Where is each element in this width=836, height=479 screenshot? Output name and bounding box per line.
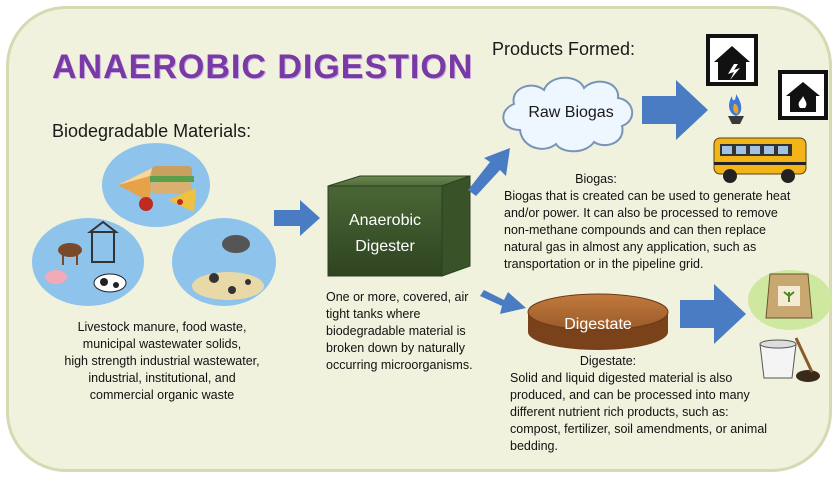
heated-house-icon xyxy=(778,70,828,120)
digester-description-line: broken down by naturally xyxy=(326,341,465,355)
digestate-description-line: Solid and liquid digested material is al… xyxy=(510,371,733,385)
electricity-house-icon xyxy=(706,34,758,86)
inputs-description-line: industrial, institutional, and xyxy=(88,371,236,385)
digestate-disk xyxy=(527,293,669,350)
digestate-description-line: bedding. xyxy=(510,439,558,453)
digestate-description-line: compost, fertilizer, soil amendments, or… xyxy=(510,422,768,436)
fertilizer-bag-icon xyxy=(748,270,832,330)
raw-biogas-label: Raw Biogas xyxy=(528,104,614,121)
biogas-output-arrow xyxy=(642,80,708,140)
digestate-heading: Digestate: xyxy=(579,354,637,368)
digester-description-line: tight tanks where xyxy=(326,307,421,321)
digester-description: One or more, covered, air tight tanks wh… xyxy=(326,289,496,374)
soil-bucket-icon xyxy=(759,337,820,382)
raw-biogas-cloud xyxy=(502,76,633,153)
biogas-heading: Biogas: xyxy=(575,172,617,186)
digester-description-line: One or more, covered, air xyxy=(326,290,469,304)
livestock-icon xyxy=(32,218,144,306)
inputs-description-line: commercial organic waste xyxy=(89,388,235,402)
input-arrow xyxy=(274,200,320,236)
organic-waste-icon xyxy=(172,218,276,306)
biogas-description-line: natural gas in almost any application, s… xyxy=(504,240,757,254)
school-bus-icon xyxy=(713,137,807,183)
digestate-output-arrow xyxy=(680,284,746,344)
products-heading: Products Formed: xyxy=(492,39,636,59)
digestate-label: Digestate xyxy=(564,316,632,333)
biogas-description: Biogas that is created can be used to ge… xyxy=(504,188,824,273)
inputs-description-line: Livestock manure, food waste, xyxy=(77,320,247,334)
digester-description-line: occurring microorganisms. xyxy=(326,358,473,372)
biogas-description-line: transportation or in the pipeline grid. xyxy=(504,257,704,271)
digestate-arrow xyxy=(480,290,526,314)
digestate-description: Solid and liquid digested material is al… xyxy=(510,370,810,455)
biogas-description-line: non-methane compounds and can then repla… xyxy=(504,223,766,237)
page-title: ANAEROBIC DIGESTION xyxy=(52,48,474,86)
biogas-description-line: and/or power. It can also be processed t… xyxy=(504,206,778,220)
digester-label-line1: Anaerobic xyxy=(348,212,422,229)
biogas-description-line: Biogas that is created can be used to ge… xyxy=(504,189,791,203)
digester-tank-icon xyxy=(327,175,471,277)
inputs-description-line: municipal wastewater solids, xyxy=(82,337,242,351)
digestate-description-line: different nutrient rich products, such a… xyxy=(510,405,729,419)
inputs-heading: Biodegradable Materials: xyxy=(52,121,252,141)
inputs-description: Livestock manure, food waste, municipal … xyxy=(44,319,280,404)
digester-description-line: biodegradable material is xyxy=(326,324,466,338)
digester-label-line2: Digester xyxy=(355,238,415,255)
biogas-arrow xyxy=(468,148,510,196)
inputs-description-line: high strength industrial wastewater, xyxy=(64,354,260,368)
food-waste-icon xyxy=(102,143,210,227)
flame-icon xyxy=(728,94,744,124)
digestate-description-line: produced, and can be processed into many xyxy=(510,388,750,402)
